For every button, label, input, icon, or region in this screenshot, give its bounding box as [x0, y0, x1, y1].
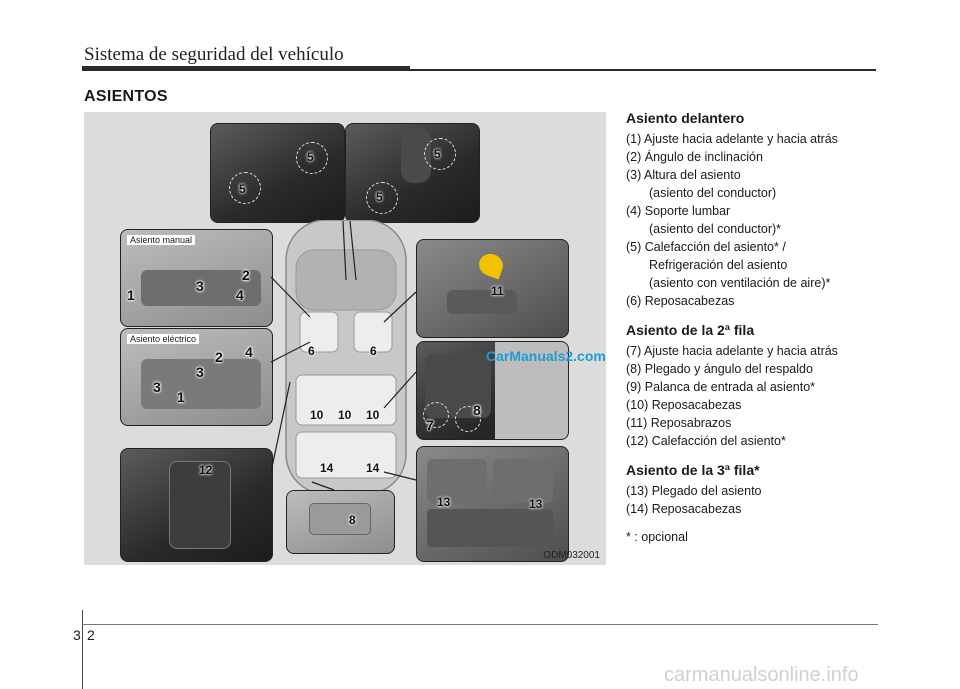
callout-10: 10	[310, 408, 324, 422]
dashed-ring	[423, 402, 449, 428]
armrest-cushion	[447, 290, 517, 314]
front-item-1: (1) Ajuste hacia adelante y hacia atrás	[626, 132, 838, 146]
third-item-14: (14) Reposacabezas	[626, 502, 742, 516]
callout-13: 13	[437, 495, 451, 509]
switch-housing	[169, 461, 231, 549]
callout-3: 3	[196, 364, 204, 380]
callout-7: 7	[426, 417, 434, 433]
front-item-5: (5) Calefacción del asiento* /	[626, 240, 786, 254]
dashed-ring	[366, 182, 398, 214]
figure-code: ODM032001	[543, 550, 600, 561]
panel-console-left: 5 5	[210, 123, 345, 223]
third-row-seat-left	[427, 459, 487, 503]
callout-10: 10	[366, 408, 380, 422]
front-item-5-detail: Refrigeración del asiento	[649, 258, 788, 272]
dashed-ring	[455, 406, 481, 432]
site-watermark: carmanualsonline.info	[664, 664, 859, 686]
callout-5: 5	[239, 182, 246, 196]
panel-manual-seat: Asiento manual 1 3 2 4	[120, 229, 273, 327]
panel-heat-switch: 12	[120, 448, 273, 562]
callout-2: 2	[242, 267, 250, 283]
callout-14: 14	[320, 461, 334, 475]
panel-third-row: 13 13	[416, 446, 569, 562]
callout-11: 11	[491, 284, 504, 298]
front-item-4-detail: (asiento del conductor)*	[649, 222, 782, 236]
callout-8: 8	[473, 402, 481, 418]
callout-1: 1	[177, 389, 185, 405]
dashed-ring	[424, 138, 456, 170]
callout-5: 5	[376, 190, 383, 204]
callout-5: 5	[307, 150, 314, 164]
footer-rule	[82, 624, 878, 625]
front-item-6: (6) Reposacabezas	[626, 294, 735, 308]
callout-4: 4	[236, 287, 244, 303]
panel-electric-seat: Asiento eléctrico 2 4 3 3 1	[120, 328, 273, 426]
third-item-13: (13) Plegado del asiento	[626, 484, 762, 498]
second-item-7: (7) Ajuste hacia adelante y hacia atrás	[626, 344, 838, 358]
leader-lines	[270, 220, 417, 491]
second-item-12: (12) Calefacción del asiento*	[626, 434, 786, 448]
callout-5: 5	[434, 147, 441, 161]
page-header-title: Sistema de seguridad del vehículo	[84, 44, 344, 65]
callout-4: 4	[245, 344, 253, 360]
second-item-10: (10) Reposacabezas	[626, 398, 742, 412]
callout-3: 3	[196, 278, 204, 294]
callout-2: 2	[215, 349, 223, 365]
footer-vertical-line	[82, 610, 83, 689]
spacer	[626, 451, 926, 462]
page-chapter: 3	[73, 627, 81, 643]
callout-10: 10	[338, 408, 352, 422]
seat-illustration: 5 5 5 5 Asiento manual 1 3 2 4 Asiento e…	[84, 112, 606, 565]
callout-13: 13	[529, 497, 543, 511]
second-item-11: (11) Reposabrazos	[626, 416, 732, 430]
panel-armrest-lever: 8	[286, 490, 395, 554]
front-item-3-detail: (asiento del conductor)	[649, 186, 777, 200]
front-item-3: (3) Altura del asiento	[626, 168, 741, 182]
panel-rear-seat: 7 8	[416, 341, 569, 440]
spacer	[626, 311, 926, 322]
seat-base	[141, 359, 261, 409]
panel-label-manual: Asiento manual	[127, 235, 196, 245]
page-number: 2	[87, 627, 95, 643]
header-rule-thick	[82, 66, 410, 71]
callout-8: 8	[349, 513, 356, 527]
optional-footnote: * : opcional	[626, 530, 688, 544]
panel-console-right: 5 5	[345, 123, 480, 223]
front-item-5-detail-2: (asiento con ventilación de aire)*	[649, 276, 831, 290]
callout-14: 14	[366, 461, 380, 475]
panel-armrest: 11	[416, 239, 569, 338]
section-title: ASIENTOS	[84, 88, 168, 105]
cargo-floor	[427, 509, 553, 547]
front-item-2: (2) Ángulo de inclinación	[626, 150, 763, 164]
third-row-seat-right	[493, 459, 553, 503]
figure-watermark: CarManuals2.com	[486, 348, 606, 364]
second-item-8: (8) Plegado y ángulo del respaldo	[626, 362, 813, 376]
dashed-ring	[229, 172, 261, 204]
panel-label-electric: Asiento eléctrico	[127, 334, 200, 344]
front-item-4: (4) Soporte lumbar	[626, 204, 731, 218]
dashed-ring	[296, 142, 328, 174]
third-row-heading: Asiento de la 3ª fila*	[626, 462, 760, 478]
callout-6: 6	[308, 344, 315, 358]
seat-base	[141, 270, 261, 306]
callout-3: 3	[153, 379, 161, 395]
header-rule-thin	[410, 69, 876, 71]
lever-housing	[309, 503, 371, 535]
door-panel	[495, 342, 568, 439]
front-seat-heading: Asiento delantero	[626, 110, 745, 126]
callout-1: 1	[127, 287, 135, 303]
second-item-9: (9) Palanca de entrada al asiento*	[626, 380, 816, 394]
second-row-heading: Asiento de la 2ª fila	[626, 322, 755, 338]
content-column: Asiento delantero (1) Ajuste hacia adela…	[626, 110, 926, 547]
callout-6: 6	[370, 344, 377, 358]
callout-12: 12	[199, 463, 213, 477]
